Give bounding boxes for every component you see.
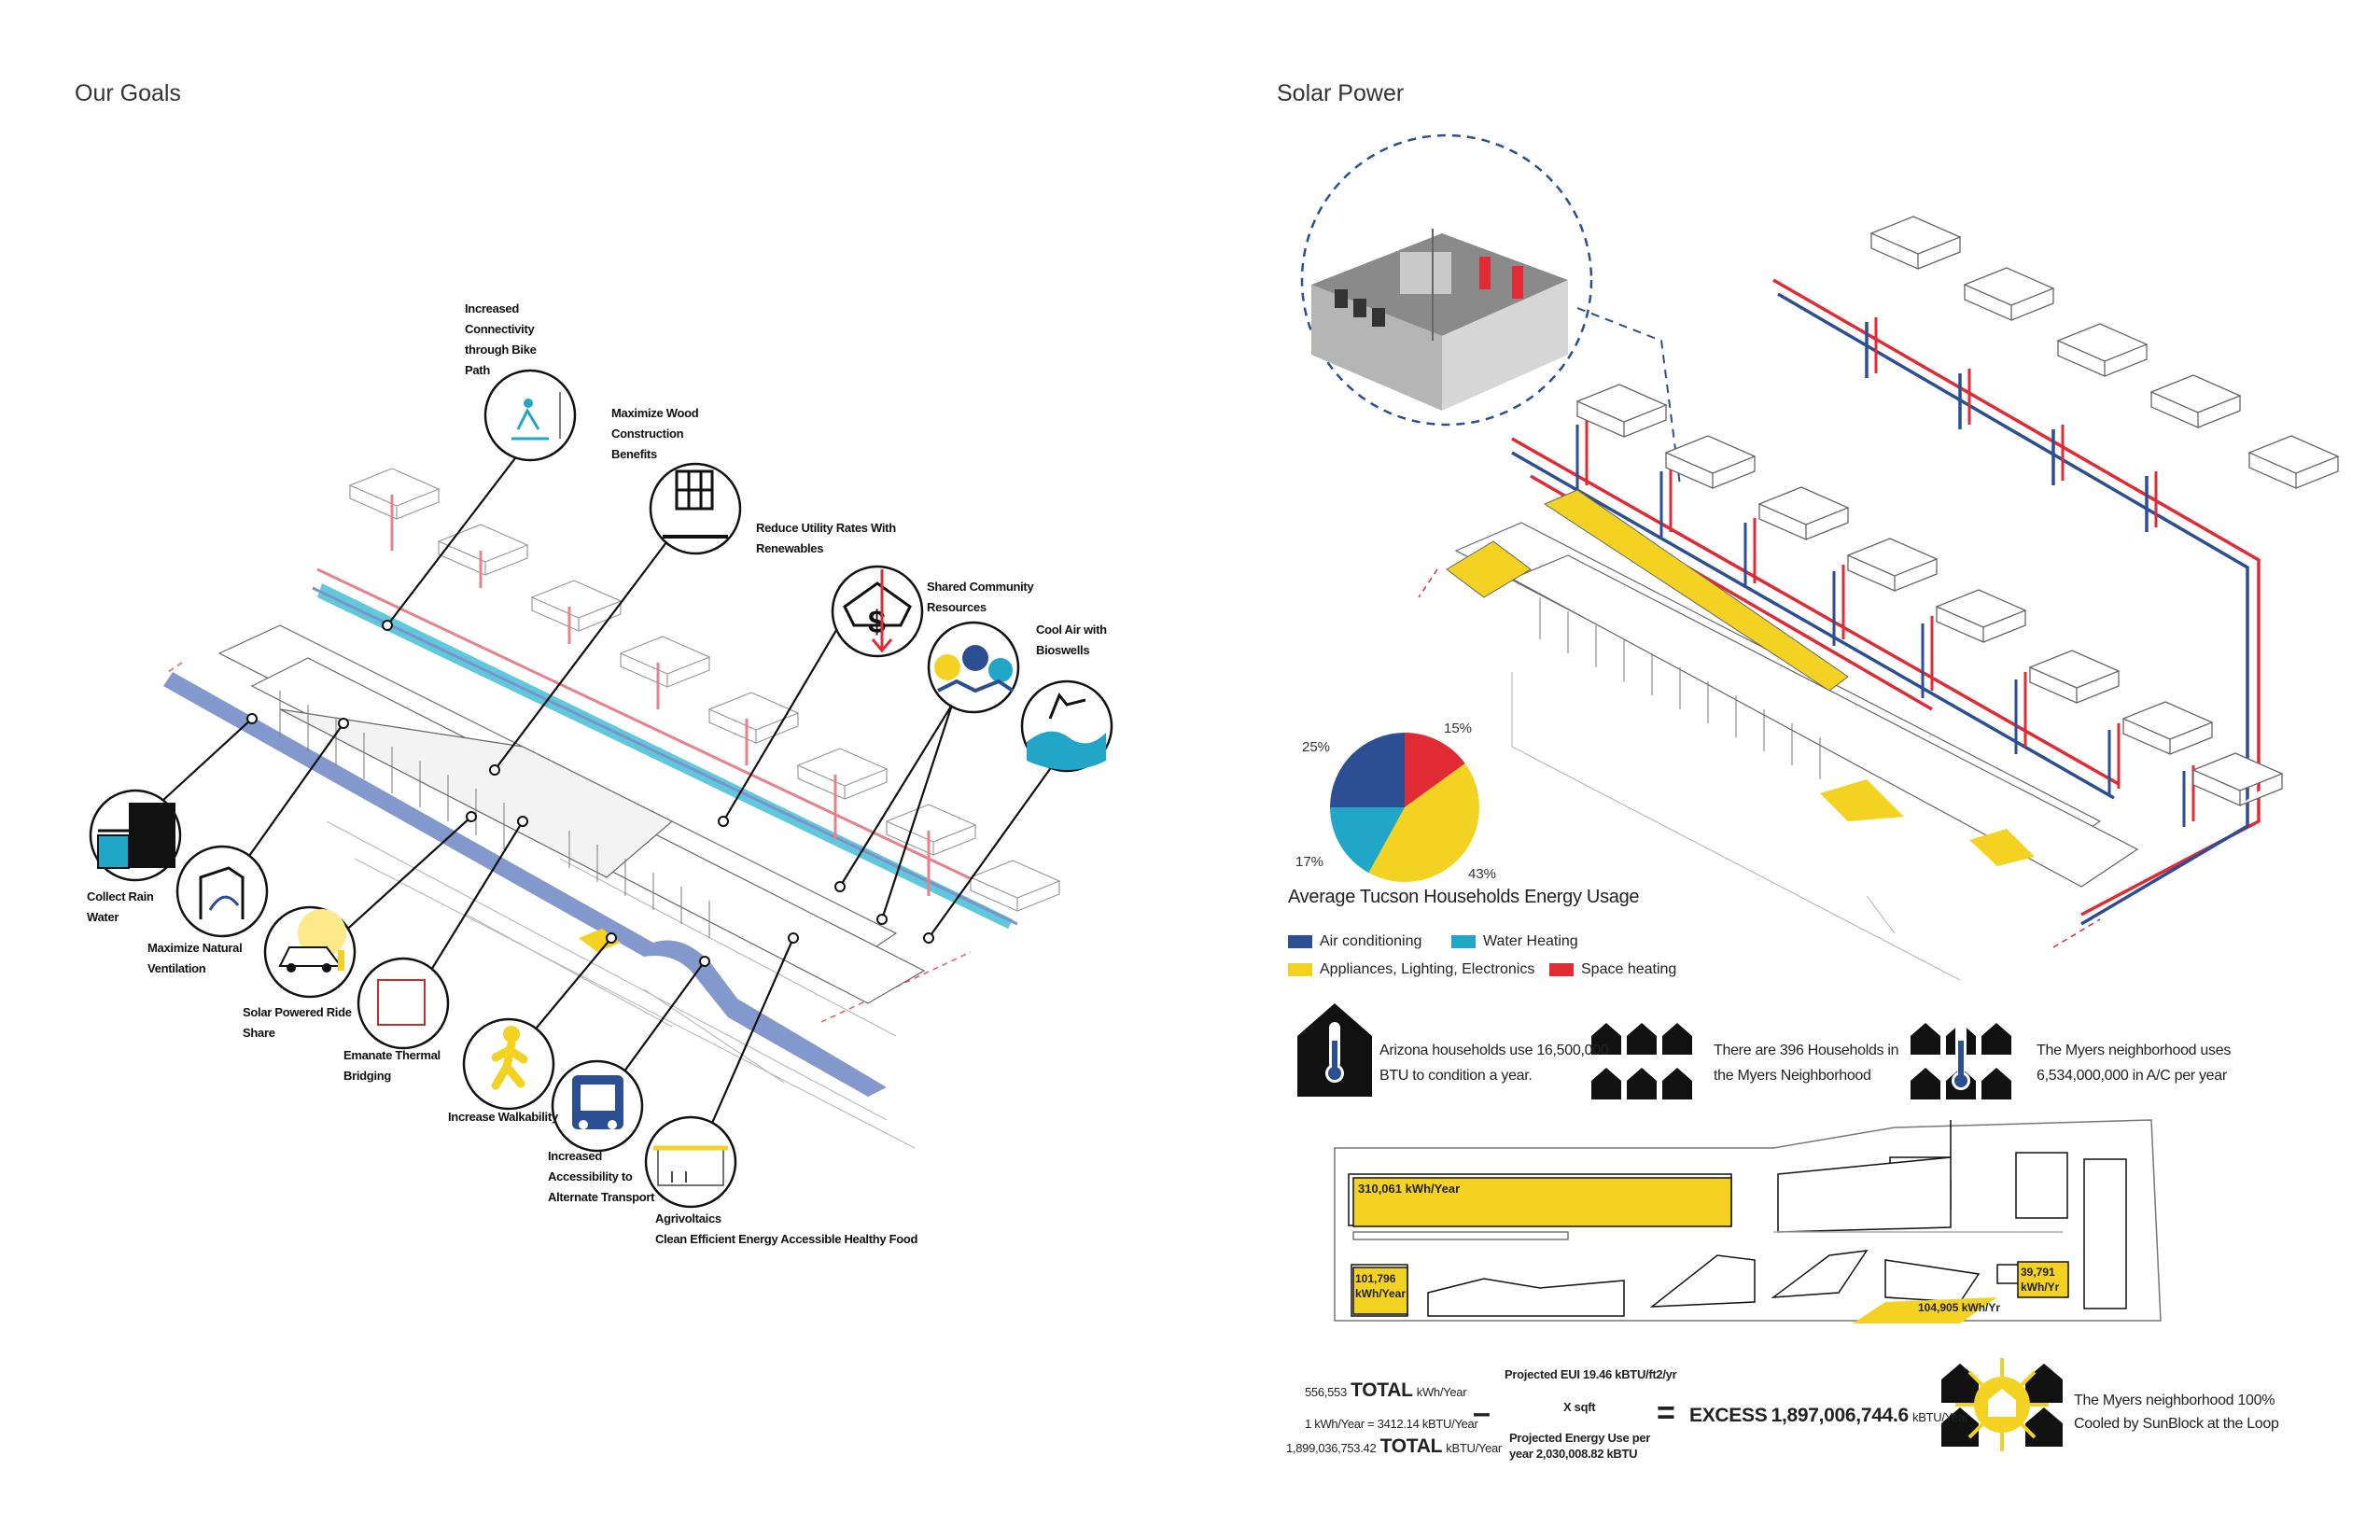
thermal-icon xyxy=(377,979,426,1026)
pie-slice-space-heating xyxy=(1405,733,1465,807)
bubble-agri xyxy=(644,1115,737,1209)
goal-label-utility: Reduce Utility Rates With Renewables xyxy=(756,521,896,555)
bus-icon xyxy=(572,1075,623,1129)
community-icon xyxy=(934,645,1015,693)
calc-total-kbtu: 1,899,036,753.42 TOTAL kBTU/Year xyxy=(1286,1435,1502,1457)
calc-projected: Projected Energy Use per year 2,030,008.… xyxy=(1509,1431,1651,1461)
pie-label-water: 17% xyxy=(1295,854,1324,870)
legend-swatch xyxy=(1288,963,1312,976)
page-title-left: Our Goals xyxy=(75,80,181,106)
pie-slice-water-heating xyxy=(1330,807,1405,874)
pie-label-ac: 25% xyxy=(1302,739,1331,755)
goal-label-agri: Agrivoltaics Clean Efficient Energy Acce… xyxy=(655,1211,918,1246)
pie-slice-air-conditioning xyxy=(1330,733,1405,807)
goal-label-walk: Increase Walkability xyxy=(448,1110,558,1124)
legend-item-space: Space heating xyxy=(1549,961,1676,978)
pie-slice-appliances-lighting-electronics xyxy=(1368,763,1479,882)
page-title-right: Solar Power xyxy=(1277,80,1405,106)
goal-label-ventilation: Maximize Natural Ventilation xyxy=(147,941,243,975)
greenhouse-icon xyxy=(653,1145,728,1186)
dollar-icon: $ xyxy=(843,569,912,653)
bioswell-icon xyxy=(1027,693,1106,770)
legend-item-appliances: Appliances, Lighting, Electronics xyxy=(1288,961,1534,978)
walking-person-icon xyxy=(491,1026,528,1090)
goal-label-thermal: Emanate Thermal Bridging xyxy=(343,1048,441,1083)
stat-households: There are 396 Households in the Myers Ne… xyxy=(1714,1043,1899,1084)
car-icon xyxy=(278,909,346,973)
house-blocks xyxy=(348,468,1061,912)
bubble-ventilation xyxy=(175,845,269,938)
pie-title: Average Tucson Households Energy Usage xyxy=(1288,887,1640,907)
bike-icon xyxy=(511,392,561,441)
calc-total-kwh: 556,553 TOTAL kWh/Year xyxy=(1305,1379,1467,1401)
rain-barrel-icon xyxy=(97,803,175,869)
calc-eui: Projected EUI 19.46 kBTU/ft2/yr xyxy=(1505,1367,1677,1381)
wood-icon xyxy=(663,469,728,539)
goal-label-rideshare: Solar Powered Ride Share xyxy=(243,1005,352,1040)
goal-label-wood: Maximize Wood Construction Benefits xyxy=(611,406,699,461)
street-band xyxy=(163,672,887,1097)
bubble-thermal xyxy=(357,957,450,1050)
calc-excess: EXCESS 1,897,006,744.6 kBTU/Year xyxy=(1689,1405,1968,1426)
legend-item-water: Water Heating xyxy=(1451,933,1578,950)
energy-usage-pie xyxy=(1330,733,1479,882)
bubble-utility xyxy=(831,565,924,658)
legend-item-ac: Air conditioning xyxy=(1288,933,1421,950)
thermometer-house-icon xyxy=(1297,1003,1372,1097)
mechanical-room-render xyxy=(1311,229,1568,411)
main-building-right xyxy=(1454,522,2139,888)
pie-label-appliances: 43% xyxy=(1468,866,1497,882)
goals-axonometric-diagram: $ xyxy=(89,369,1113,1209)
plan-label-c: 104,905 kWh/Yr xyxy=(1918,1301,2001,1314)
calc-conversion: 1 kWh/Year = 3412.14 kBTU/Year xyxy=(1305,1417,1478,1431)
legend-swatch xyxy=(1288,935,1312,948)
goal-label-transport: Increased Accessibility to Alternate Tra… xyxy=(548,1149,655,1204)
plan-label-a: 310,061 kWh/Year xyxy=(1358,1182,1461,1196)
stat-arizona: Arizona households use 16,500,000 BTU to… xyxy=(1379,1043,1609,1084)
goal-label-coolair: Cool Air with Bioswells xyxy=(1036,623,1107,657)
calc-conclusion: The Myers neighborhood 100% Cooled by Su… xyxy=(2074,1393,2279,1432)
pipe-network xyxy=(1511,278,2261,926)
goal-label-community: Shared Community Resources xyxy=(927,580,1034,614)
goal-label-rain: Collect Rain Water xyxy=(87,889,154,924)
calc-equals: = xyxy=(1657,1395,1675,1431)
calc-minus: – xyxy=(1473,1395,1491,1431)
stat-myers: The Myers neighborhood uses 6,534,000,00… xyxy=(2037,1043,2232,1084)
calc-times: X sqft xyxy=(1563,1400,1596,1414)
plan-label-b: 101,796 kWh/Year xyxy=(1355,1272,1407,1300)
legend-swatch xyxy=(1451,935,1476,948)
legend-swatch xyxy=(1549,963,1574,976)
ventilation-icon xyxy=(199,866,245,919)
house-blocks-right xyxy=(1575,216,2340,806)
goal-label-bike: Increased Connectivity through Bike Path xyxy=(465,301,537,377)
plan-label-d: 39,791 kWh/Yr xyxy=(2021,1266,2060,1294)
pie-label-space: 15% xyxy=(1444,721,1473,736)
neighborhood-ac-icon xyxy=(1911,1022,2011,1099)
mechanical-room-callout xyxy=(1300,133,1593,427)
